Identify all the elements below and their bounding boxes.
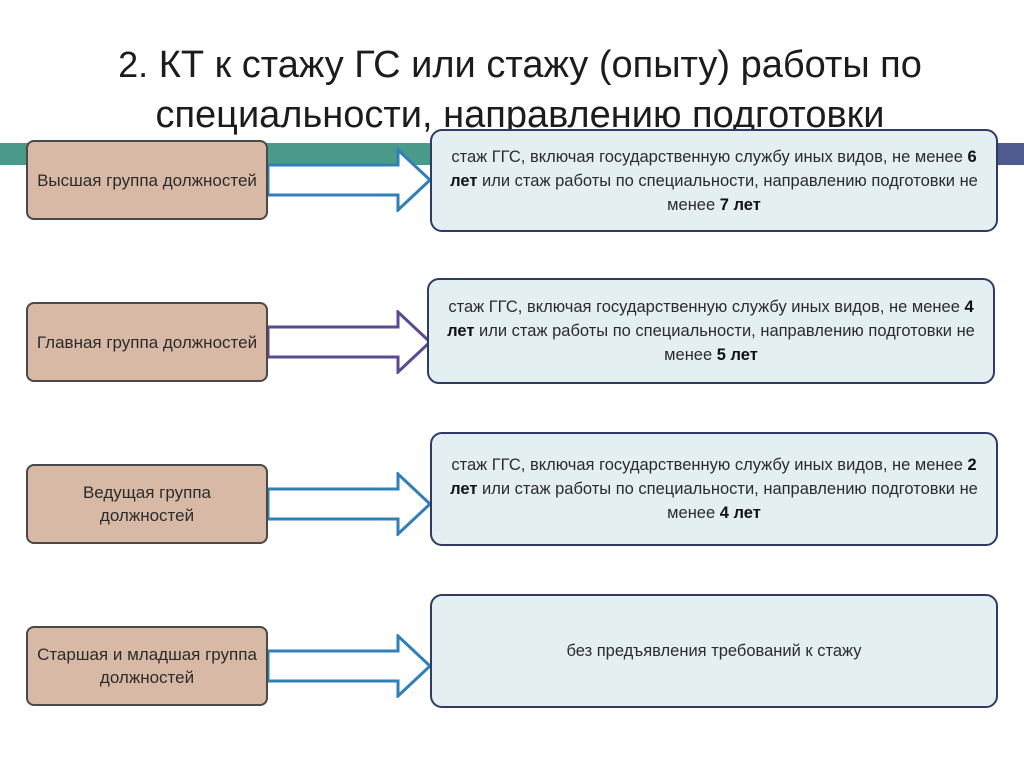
group-box-senior-junior: Старшая и младшая группа должностей (26, 626, 268, 706)
group-label: Старшая и младшая группа должностей (37, 645, 257, 687)
requirement-text-part: без предъявления требований к стажу (566, 642, 862, 660)
arrow-right-icon (268, 148, 433, 212)
requirement-text-part: стаж ГГС, включая государственную службу… (451, 456, 968, 474)
requirement-text: стаж ГГС, включая государственную службу… (446, 453, 982, 525)
requirement-text: стаж ГГС, включая государственную службу… (446, 145, 982, 217)
requirement-box-main: стаж ГГС, включая государственную службу… (427, 278, 995, 384)
group-label: Главная группа должностей (36, 332, 258, 352)
arrow-shape (268, 148, 433, 212)
title-number: 2. (118, 44, 149, 85)
requirement-text-part: стаж ГГС, включая государственную службу… (448, 298, 965, 316)
group-label: Высшая группа должностей (37, 170, 257, 190)
group-label: Ведущая группа должностей (82, 483, 212, 525)
arrow-right-icon (268, 472, 433, 536)
requirement-text: стаж ГГС, включая государственную службу… (443, 295, 979, 367)
arrow-right-icon (268, 634, 433, 698)
requirement-text: без предъявления требований к стажу (566, 639, 861, 663)
group-box-highest: Высшая группа должностей (26, 140, 268, 220)
arrow-shape (268, 472, 433, 536)
slide-title: 2. КТ к стажу ГС или стажу (опыту) работ… (40, 40, 1000, 140)
requirement-text-part: или стаж работы по специальности, направ… (477, 480, 978, 522)
title-line-1-text: КТ к стажу ГС или стажу (опыту) работы п… (158, 44, 922, 86)
requirement-years-ggs: 6 лет (450, 147, 977, 190)
requirement-years-ggs: 4 лет (447, 298, 974, 340)
requirement-years-specialty: 7 лет (719, 195, 761, 214)
arrow-shape (268, 634, 433, 698)
requirement-years-specialty: 4 лет (719, 504, 761, 522)
group-box-leading: Ведущая группа должностей (26, 464, 268, 544)
requirement-years-ggs: 2 лет (450, 456, 977, 498)
arrow-shape (268, 310, 433, 374)
arrow-right-icon (268, 310, 433, 374)
requirement-text-part: стаж ГГС, включая государственную службу… (451, 147, 968, 166)
requirement-box-highest: стаж ГГС, включая государственную службу… (430, 129, 998, 232)
title-line-1: 2. КТ к стажу ГС или стажу (опыту) работ… (40, 40, 1000, 90)
requirement-box-leading: стаж ГГС, включая государственную службу… (430, 432, 998, 546)
requirement-text-part: или стаж работы по специальности, направ… (474, 322, 975, 364)
group-box-main: Главная группа должностей (26, 302, 268, 382)
requirement-text-part: или стаж работы по специальности, направ… (477, 171, 978, 214)
requirement-years-specialty: 5 лет (716, 346, 758, 364)
requirement-box-senior-junior: без предъявления требований к стажу (430, 594, 998, 708)
